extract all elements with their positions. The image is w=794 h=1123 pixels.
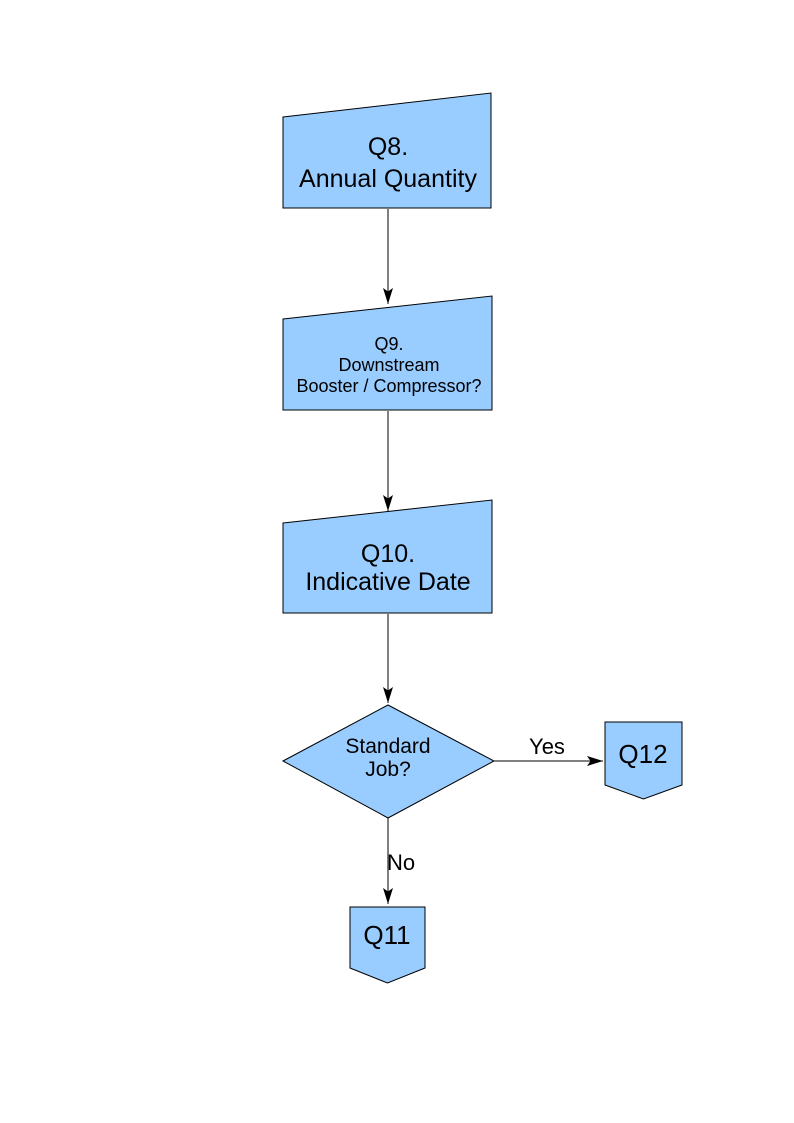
manual-input-shape [282, 499, 493, 614]
node-q12: Q12 [604, 721, 683, 800]
edge-label-no: No [387, 850, 415, 875]
node-q11: Q11 [349, 906, 426, 984]
off-page-connector-shape [349, 906, 426, 984]
off-page-connector-shape [604, 721, 683, 800]
edge-decision-to-q11: No [383, 818, 415, 904]
node-decision-standard-job: Standard Job? [281, 704, 496, 819]
node-q8-line1: Q8. [368, 133, 408, 161]
node-q10: Q10. Indicative Date [282, 499, 493, 614]
decision-diamond-shape [281, 704, 496, 819]
node-q12-label: Q12 [618, 739, 667, 769]
node-q11-label: Q11 [363, 920, 410, 950]
node-q10-line2: Indicative Date [305, 568, 470, 596]
manual-input-shape [282, 92, 492, 209]
node-q9: Q9. Downstream Booster / Compressor? [282, 295, 493, 411]
manual-input-shape [282, 295, 493, 411]
node-decision-line1: Standard [345, 735, 430, 758]
node-q9-line2: Downstream [338, 355, 439, 375]
node-q9-line1: Q9. [374, 334, 403, 354]
node-q8: Q8. Annual Quantity [282, 92, 492, 209]
node-q8-line2: Annual Quantity [299, 165, 477, 193]
edge-label-yes: Yes [529, 734, 565, 759]
node-q9-line3: Booster / Compressor? [296, 376, 481, 396]
node-q10-line1: Q10. [361, 540, 415, 568]
edge-decision-to-q12: Yes [494, 734, 603, 766]
node-decision-line2: Job? [365, 758, 411, 781]
